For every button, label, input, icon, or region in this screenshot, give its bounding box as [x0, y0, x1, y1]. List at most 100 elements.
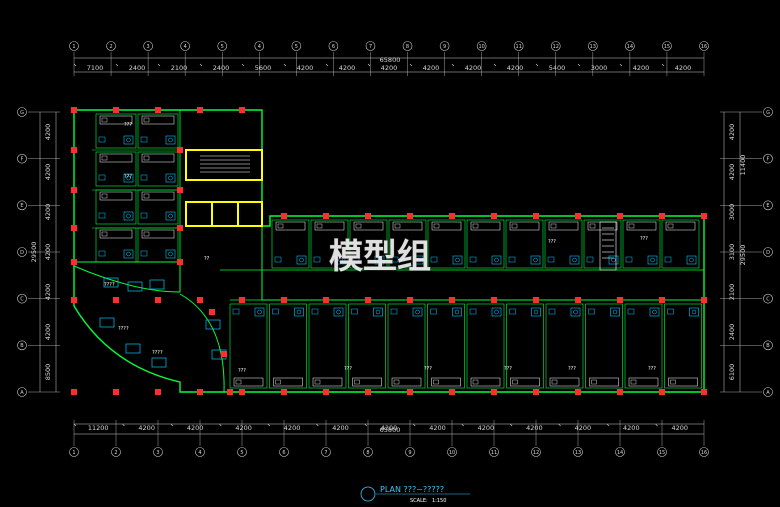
left-grid-label: G [20, 110, 24, 116]
top-grid-bubble [69, 41, 79, 51]
bed [353, 221, 384, 231]
column [659, 213, 665, 219]
room-label: ??? [648, 366, 656, 372]
column [323, 213, 329, 219]
dimension-segment: 4200 [671, 424, 688, 432]
dimension-tick [157, 63, 161, 67]
bottom-grid-bubble [531, 447, 541, 457]
right-grid-bubble [763, 107, 773, 117]
column [491, 297, 497, 303]
left-grid-bubble [17, 340, 27, 351]
dimension-tick [199, 63, 203, 67]
dimension-segment: 4200 [381, 424, 398, 432]
guest-room [545, 303, 584, 389]
column [239, 389, 245, 395]
guest-room [661, 219, 700, 269]
scale-value: 1:150 [432, 498, 446, 504]
right-grid-bubble [763, 247, 773, 257]
lobby-furniture [151, 357, 167, 368]
guest-room [137, 113, 179, 149]
scale-label: SCALE: [410, 498, 428, 504]
bed [99, 115, 133, 125]
top-grid-label: 8 [406, 44, 409, 50]
lobby-furniture [99, 317, 115, 328]
guest-room [137, 151, 179, 187]
top-grid-label: 13 [590, 44, 596, 50]
column [407, 389, 413, 395]
room-label: ??? [238, 368, 246, 374]
dimension-segment: 4200 [297, 64, 314, 72]
dimension-segment: 4200 [429, 424, 446, 432]
top-grid-label: 4 [184, 44, 187, 50]
top-grid-bubble [402, 41, 413, 51]
bathroom-fixture [569, 255, 580, 265]
bottom-grid-bubble [573, 447, 583, 457]
guest-room [95, 113, 137, 149]
dimension-tick [509, 423, 513, 427]
right-grid-bubble [763, 293, 773, 304]
column [533, 297, 539, 303]
guest-room [308, 303, 347, 389]
top-grid-label: 12 [553, 44, 559, 50]
guest-room [506, 303, 544, 389]
dimension-tick [461, 423, 464, 427]
bed [391, 377, 422, 387]
bathroom-fixture [374, 255, 385, 265]
structural-columns [71, 107, 707, 395]
bathroom-fixture [123, 173, 134, 183]
guest-room [427, 219, 466, 269]
room-label: ??? [548, 239, 556, 245]
left-grid-label: B [20, 343, 24, 349]
right-dimension-chain: 11400 29500 4200420030003100210024006100… [720, 107, 773, 397]
bed [431, 377, 461, 387]
bed [275, 221, 306, 231]
bottom-grid-bubble [405, 447, 415, 457]
dimension-segment: 4200 [575, 424, 592, 432]
column [701, 297, 707, 303]
bed [233, 377, 264, 387]
bottom-grid-label: 15 [659, 450, 665, 456]
room-label: ???? [104, 282, 115, 288]
bed [589, 377, 619, 387]
column [71, 389, 77, 395]
top-grid-bubble [662, 41, 672, 51]
guest-room [95, 227, 137, 263]
bed [99, 153, 133, 163]
title-marker-icon [360, 486, 376, 502]
building-walls [73, 109, 705, 393]
column [491, 389, 497, 395]
column [365, 297, 371, 303]
guest-room [664, 303, 702, 389]
room-label: ??? [640, 236, 648, 242]
title-block: PLAN ???~????? SCALE: 1:150 [360, 485, 470, 504]
dimension-segment: 4200 [507, 64, 524, 72]
dimension-segment: 4200 [44, 284, 52, 301]
dimension-segment: 4200 [381, 64, 398, 72]
column [177, 147, 183, 153]
right-grid-label: D [766, 250, 770, 256]
column [617, 389, 623, 395]
bathroom-fixture [123, 249, 134, 259]
bottom-grid-label: 14 [617, 450, 623, 456]
column [71, 225, 77, 231]
guest-room [137, 227, 179, 263]
column [71, 107, 77, 113]
bottom-grid-label: 12 [533, 450, 539, 456]
column [71, 259, 77, 265]
right-grid-bubble [763, 340, 773, 351]
top-grid-bubble [439, 41, 450, 51]
bathroom-fixture [647, 255, 658, 265]
left-grid-label: D [20, 250, 24, 256]
guest-room [388, 219, 427, 269]
column [617, 213, 623, 219]
guest-room [137, 189, 179, 225]
bathroom-fixture [686, 255, 697, 265]
top-grid-label: 14 [627, 44, 633, 50]
column [71, 187, 77, 193]
bottom-grid-label: 8 [366, 450, 369, 456]
dimension-tick [493, 63, 497, 67]
dimension-segment: 4200 [478, 424, 495, 432]
dimension-tick [535, 63, 539, 67]
